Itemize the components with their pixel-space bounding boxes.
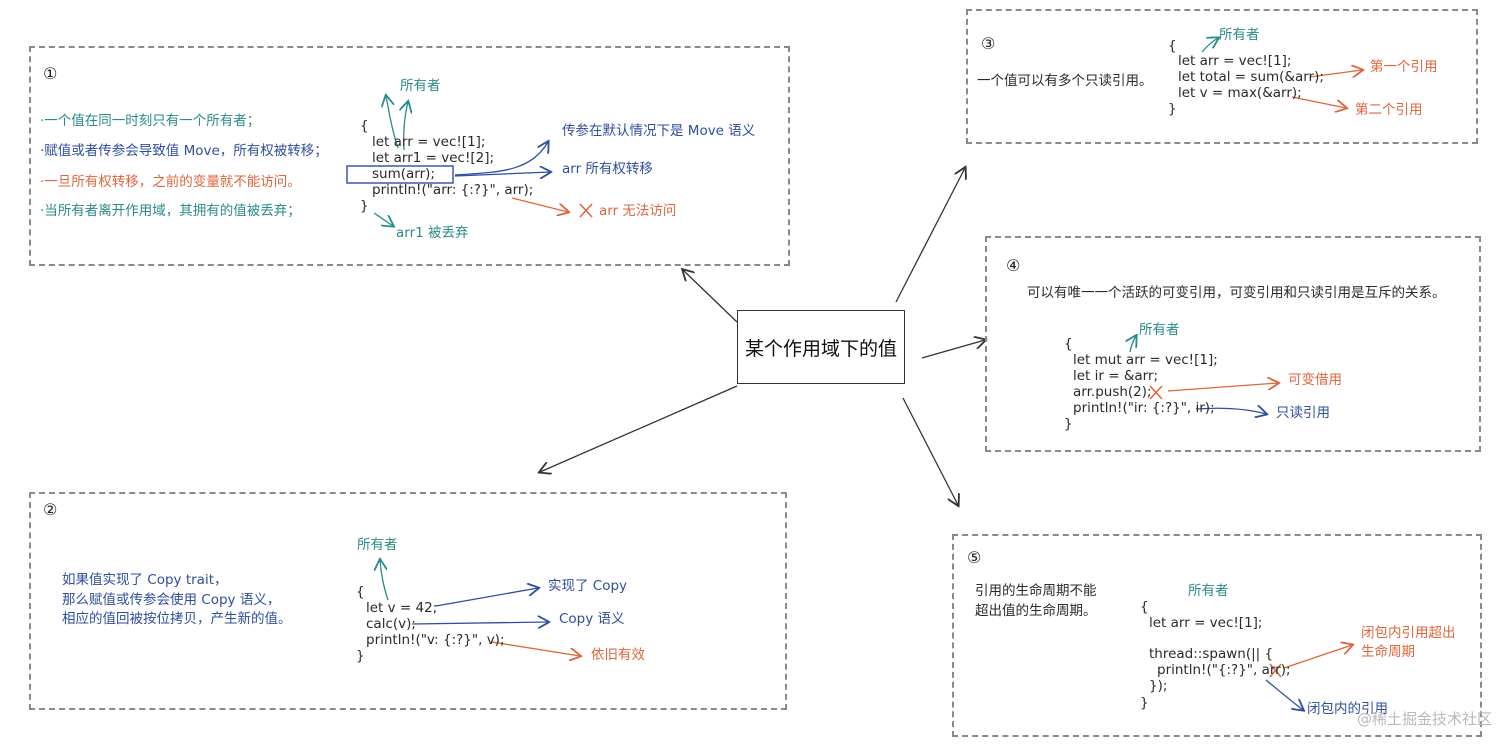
panel-2 <box>29 492 787 710</box>
p1-dropped-arrow <box>373 212 393 226</box>
p2-valid-note: 依旧有效 <box>591 647 645 663</box>
panel-1-number: ① <box>43 64 58 83</box>
p4-code-line-4: arr.push(2); <box>1073 384 1152 400</box>
panel-2-number: ② <box>43 500 58 519</box>
p4-cross-icon <box>1149 385 1163 400</box>
p5-code-line-3: thread::spawn(|| { <box>1149 646 1274 662</box>
p4-mut-arrow <box>1167 383 1278 392</box>
arrow-center-to-panel5 <box>902 397 958 505</box>
p2-code-line-1: { <box>356 584 365 600</box>
p2-code-line-4: println!("v: {:?}", v); <box>366 632 505 648</box>
p2-desc-2: 那么赋值或传参会使用 Copy 语义， <box>62 592 281 608</box>
p2-impl-note: 实现了 Copy <box>548 578 628 594</box>
p4-code-line-5: println!("ir: {:?}", ir); <box>1073 400 1215 416</box>
p5-code-line-2: let arr = vec![1]; <box>1149 615 1263 631</box>
p1-rule-1: ·一个值在同一时刻只有一个所有者； <box>40 113 261 129</box>
arrow-center-to-panel2 <box>540 385 738 472</box>
p1-rule-2: ·赋值或者传参会导致值 Move，所有权被转移； <box>40 143 328 159</box>
p2-owner-label: 所有者 <box>357 537 398 553</box>
p2-owner-arrow <box>380 560 389 601</box>
p3-ref2-note: 第二个引用 <box>1355 102 1423 118</box>
p3-code-line-1: { <box>1168 38 1177 54</box>
p5-cross-icon <box>1269 663 1282 678</box>
p4-code-line-2: let mut arr = vec![1]; <box>1073 352 1218 368</box>
panel-5-number: ⑤ <box>967 548 982 567</box>
p1-code-line-2: let arr = vec![1]; <box>372 134 486 150</box>
p3-desc: 一个值可以有多个只读引用。 <box>977 73 1153 89</box>
p4-owner-arrow <box>1130 336 1136 353</box>
p2-code-line-3: calc(v); <box>366 616 416 632</box>
p2-impl-arrow <box>435 588 538 607</box>
p2-valid-arrow <box>491 641 580 656</box>
center-node: 某个作用域下的值 <box>737 310 905 384</box>
p1-inaccessible-arrow <box>511 197 568 212</box>
p1-transfer-note: arr 所有权转移 <box>562 161 653 177</box>
p5-code-line-1: { <box>1140 599 1149 615</box>
p1-move-note: 传参在默认情况下是 Move 语义 <box>562 123 756 139</box>
p1-owner-arrow-b <box>404 102 408 151</box>
arrow-center-to-panel3 <box>895 168 965 303</box>
p1-rule-4: ·当所有者离开作用域，其拥有的值被丢弃； <box>40 203 301 219</box>
p2-desc-3: 相应的值回被按位拷贝，产生新的值。 <box>62 611 292 627</box>
p4-readonly-arrow <box>1195 408 1266 414</box>
p5-owner-label: 所有者 <box>1188 583 1229 599</box>
p1-code-line-6: } <box>360 198 369 214</box>
p4-desc: 可以有唯一一个活跃的可变引用，可变引用和只读引用是互斥的关系。 <box>1027 285 1446 301</box>
p3-ref1-arrow <box>1309 70 1362 77</box>
p1-inaccessible-note: arr 无法访问 <box>599 203 677 219</box>
p3-code-line-3: let total = sum(&arr); <box>1178 69 1324 85</box>
arrow-center-to-panel4 <box>921 340 985 359</box>
p5-code-line-5: }); <box>1149 678 1168 694</box>
p3-owner-arrow <box>1201 38 1218 53</box>
p2-copy-note: Copy 语义 <box>559 611 625 627</box>
p1-transfer-arrow <box>454 172 550 176</box>
p5-desc-2: 超出值的生命周期。 <box>975 603 1097 619</box>
p2-code-line-2: let v = 42; <box>366 600 438 616</box>
p1-move-arrow <box>454 142 548 176</box>
panel-3 <box>966 9 1478 144</box>
p4-code-line-6: } <box>1064 416 1073 432</box>
p4-readonly-note: 只读引用 <box>1276 405 1330 421</box>
p5-closure-arrow <box>1265 679 1303 710</box>
p5-code-line-6: } <box>1140 695 1149 711</box>
panel-3-number: ③ <box>981 34 996 53</box>
p3-ref2-arrow <box>1291 96 1346 108</box>
p2-copy-arrow <box>411 622 548 624</box>
p5-exceeds-note-1: 闭包内引用超出 <box>1361 625 1456 641</box>
p3-owner-label: 所有者 <box>1219 27 1260 43</box>
arrow-center-to-panel1 <box>683 270 738 323</box>
p5-exceeds-arrow <box>1283 645 1352 669</box>
p1-code-line-1: { <box>360 118 369 134</box>
p2-code-line-5: } <box>356 648 365 664</box>
p4-mut-borrow-note: 可变借用 <box>1288 372 1342 388</box>
p3-ref1-note: 第一个引用 <box>1370 59 1438 75</box>
p1-owner-label: 所有者 <box>400 78 441 94</box>
p5-exceeds-note-2: 生命周期 <box>1361 644 1415 660</box>
p3-code-line-2: let arr = vec![1]; <box>1178 53 1292 69</box>
p1-code-line-5: println!("arr: {:?}", arr); <box>372 182 534 198</box>
p5-closure-note: 闭包内的引用 <box>1307 701 1388 717</box>
p3-code-line-4: let v = max(&arr); <box>1178 85 1302 101</box>
p1-rule-3: ·一旦所有权转移，之前的变量就不能访问。 <box>40 174 301 190</box>
p5-code-line-4: println!("{:?}", arr); <box>1157 662 1291 678</box>
p1-sum-highlight <box>346 165 454 184</box>
p4-code-line-1: { <box>1064 336 1073 352</box>
p1-cross-icon <box>579 203 593 218</box>
p2-desc-1: 如果值实现了 Copy trait， <box>62 572 228 588</box>
panel-5 <box>952 534 1482 737</box>
p4-code-line-3: let ir = &arr; <box>1073 368 1159 384</box>
panel-4-number: ④ <box>1006 256 1021 275</box>
watermark: @稀土掘金技术社区 <box>1356 710 1492 728</box>
p1-dropped-note: arr1 被丢弃 <box>396 225 469 241</box>
p1-code-line-3: let arr1 = vec![2]; <box>372 150 495 166</box>
p5-desc-1: 引用的生命周期不能 <box>975 583 1097 599</box>
panel-1 <box>29 46 790 266</box>
p1-code-line-4: sum(arr); <box>372 166 435 182</box>
p3-code-line-5: } <box>1168 101 1177 117</box>
p1-owner-arrow-a <box>386 96 399 149</box>
p4-owner-label: 所有者 <box>1139 322 1180 338</box>
panel-4 <box>985 236 1481 452</box>
